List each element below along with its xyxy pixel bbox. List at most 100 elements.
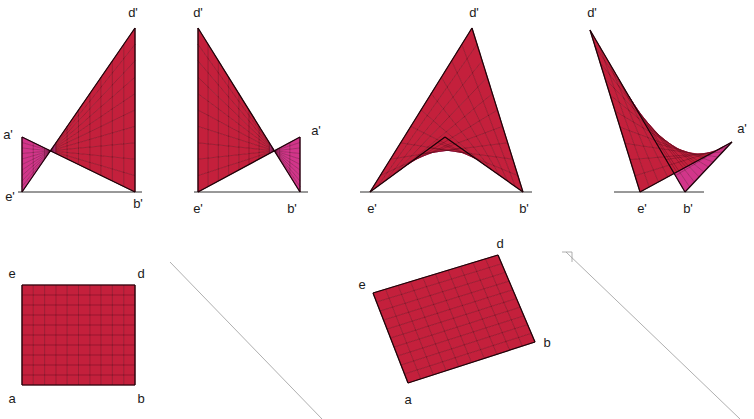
surface-patch xyxy=(79,139,90,148)
ruling-line xyxy=(405,333,532,374)
surface-patch xyxy=(112,375,123,385)
ruling-line xyxy=(22,143,135,176)
surface-patch xyxy=(112,130,123,145)
surface-patch xyxy=(112,315,123,325)
ruling-line xyxy=(445,137,523,192)
surface-patch xyxy=(112,335,123,345)
ruling-line xyxy=(112,285,113,385)
surface-patch xyxy=(56,285,67,295)
point-label: a xyxy=(7,391,16,406)
surface-edge xyxy=(197,28,198,192)
point-label: e' xyxy=(366,201,378,216)
surface-patch xyxy=(124,365,135,375)
surface-patch xyxy=(79,335,90,345)
surface-patch xyxy=(218,145,228,157)
surface-patch xyxy=(101,375,112,385)
surface-edge xyxy=(21,285,22,385)
ruling-line xyxy=(431,94,492,170)
ground-line xyxy=(360,192,532,193)
surface-patch xyxy=(90,345,101,355)
ruling-line xyxy=(448,270,484,358)
surface-patch xyxy=(229,146,239,156)
ruling-line xyxy=(89,285,90,385)
surface-patch xyxy=(56,305,67,315)
ruling-line xyxy=(101,77,102,175)
surface-patch xyxy=(90,325,101,335)
surface-patch xyxy=(45,365,56,375)
surface-patch xyxy=(101,295,112,305)
surface-patch xyxy=(124,375,135,385)
surface-patch xyxy=(45,305,56,315)
surface-patch xyxy=(79,305,90,315)
surface-patch xyxy=(33,305,44,315)
surface-patch xyxy=(67,285,78,295)
surface-edge xyxy=(685,142,732,192)
surface-patch xyxy=(79,315,90,325)
surface-patch xyxy=(67,325,78,335)
surface-patch xyxy=(22,305,33,315)
point-label: d' xyxy=(127,5,139,20)
ground-line xyxy=(18,192,142,193)
surface-patch xyxy=(112,285,123,295)
point-label: a' xyxy=(310,123,322,138)
surface-patch xyxy=(124,315,135,325)
point-label: d' xyxy=(468,5,480,20)
surface-patch xyxy=(619,86,633,108)
ruling-line xyxy=(123,44,124,186)
ruling-line xyxy=(198,28,199,192)
ruling-line xyxy=(89,94,90,170)
ruling-line xyxy=(123,285,124,385)
surface-patch xyxy=(45,315,56,325)
surface-edge xyxy=(22,28,135,192)
surface-patch xyxy=(79,325,90,335)
guide-lines xyxy=(18,192,740,419)
surface-patch xyxy=(33,295,44,305)
surface-patch xyxy=(45,325,56,335)
surface-patch xyxy=(67,305,78,315)
ruling-line xyxy=(452,61,508,181)
surface-edge xyxy=(445,137,523,192)
surface-patch xyxy=(45,295,56,305)
surface-patch xyxy=(22,335,33,345)
surface-edge xyxy=(370,28,472,192)
ruling-line xyxy=(373,293,408,383)
point-label: b xyxy=(136,391,145,406)
surface-patch xyxy=(90,365,101,375)
ruling-line xyxy=(22,148,135,159)
ruling-line xyxy=(22,143,135,154)
ruling-line xyxy=(22,126,135,159)
surface-patch xyxy=(90,315,101,325)
ruling-line xyxy=(394,307,520,347)
surface-patch xyxy=(101,305,112,315)
surface-patch xyxy=(56,295,67,305)
ruling-line xyxy=(408,342,535,383)
surface-patch xyxy=(90,305,101,315)
surface-patch xyxy=(45,355,56,365)
elevation-view xyxy=(370,28,523,192)
point-label: b xyxy=(542,335,551,350)
ruling-line xyxy=(595,46,690,187)
ruling-line xyxy=(370,137,445,192)
ruling-line xyxy=(300,137,301,192)
surface-patch xyxy=(56,325,67,335)
ruling-line xyxy=(590,30,640,192)
ground-line xyxy=(614,192,704,193)
surface-patch xyxy=(198,28,208,59)
surface-patch xyxy=(33,315,44,325)
ruling-line xyxy=(22,385,135,386)
ruling-line xyxy=(198,94,300,170)
surface-patch xyxy=(22,355,33,365)
point-label: b' xyxy=(286,201,298,216)
ruling-line xyxy=(391,299,517,339)
ruling-line xyxy=(22,61,135,181)
ruling-line xyxy=(135,285,136,385)
point-label: e xyxy=(357,277,366,292)
ruling-line xyxy=(22,137,135,192)
surface-patch xyxy=(79,375,90,385)
ruling-line xyxy=(498,255,535,342)
ruling-line xyxy=(600,62,694,182)
point-label: e' xyxy=(4,189,16,204)
surface-patch xyxy=(67,345,78,355)
surface-patch xyxy=(33,325,44,335)
surface-patch xyxy=(112,144,123,158)
